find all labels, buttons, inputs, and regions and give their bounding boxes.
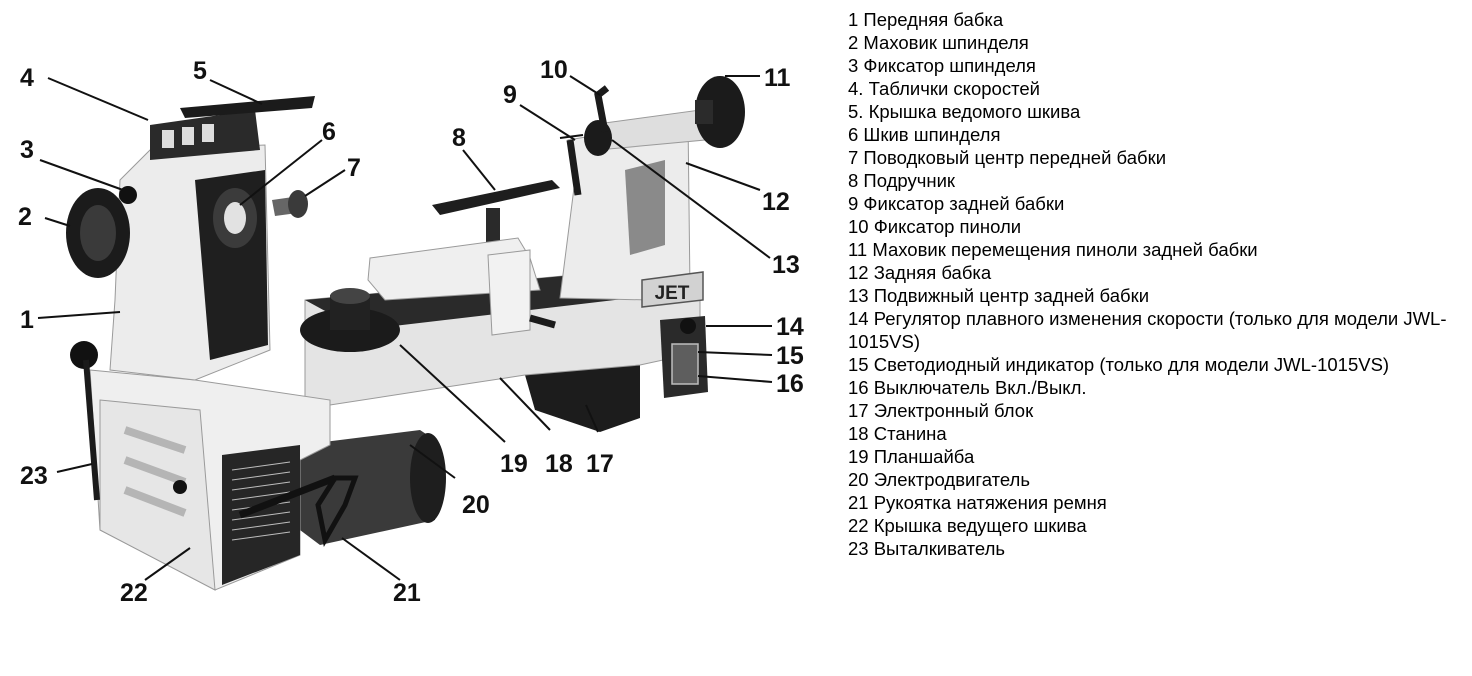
motor-shape (300, 430, 446, 545)
callout-21: 21 (393, 579, 421, 607)
legend-item: 5. Крышка ведомого шкива (848, 101, 1081, 122)
legend-item: 16 Выключатель Вкл./Выкл. (848, 377, 1087, 398)
callout-3: 3 (20, 136, 34, 164)
base-cabinet-shape (89, 369, 331, 591)
belt-handle-shape (238, 474, 359, 548)
legend-item: 11 Маховик перемещения пиноли задней баб… (848, 239, 1258, 260)
callout-5: 5 (193, 57, 207, 85)
callout-7: 7 (347, 154, 361, 182)
legend-item: 14 Регулятор плавного изменения скорости… (848, 308, 1447, 352)
callout-18: 18 (545, 450, 573, 478)
knockout-bar-shape (70, 341, 100, 501)
legend-item: 3 Фиксатор шпинделя (848, 55, 1036, 76)
callout-10: 10 (540, 56, 568, 84)
callout-17: 17 (586, 450, 614, 478)
callout-22: 22 (120, 579, 148, 607)
tool-rest-shape (367, 180, 560, 336)
legend-item: 19 Планшайба (848, 446, 975, 467)
legend-item: 8 Подручник (848, 170, 956, 191)
callout-12: 12 (762, 188, 790, 216)
callout-20: 20 (462, 491, 490, 519)
headstock-shape (66, 96, 315, 381)
lathe-diagram: JET (18, 56, 804, 607)
callout-1: 1 (20, 306, 34, 334)
callout-11: 11 (764, 64, 791, 92)
nameplate-text: JET (655, 283, 690, 304)
legend-item: 17 Электронный блок (848, 400, 1034, 421)
callout-14: 14 (776, 313, 804, 341)
callout-13: 13 (772, 251, 800, 279)
switch-box-shape (660, 316, 708, 398)
faceplate-shape (300, 288, 400, 352)
lathe-illustration: JET (18, 56, 804, 607)
callout-2: 2 (18, 203, 32, 231)
legend-item: 22 Крышка ведущего шкива (848, 515, 1087, 536)
legend-item: 1 Передняя бабка (848, 9, 1004, 30)
legend-item: 6 Шкив шпинделя (848, 124, 1001, 145)
legend-item: 4. Таблички скоростей (848, 78, 1040, 99)
callout-23: 23 (20, 462, 48, 490)
callout-numbers: 4 5 3 2 6 7 8 9 10 11 12 13 1 14 15 16 1… (18, 56, 804, 607)
legend-item: 10 Фиксатор пиноли (848, 216, 1022, 237)
jet-nameplate: JET (641, 271, 704, 308)
callout-9: 9 (503, 81, 517, 109)
legend-item: 21 Рукоятка натяжения ремня (848, 492, 1107, 513)
tailstock-shape (559, 76, 745, 301)
legend-item: 7 Поводковый центр передней бабки (848, 147, 1167, 168)
legend-item: 2 Маховик шпинделя (848, 32, 1029, 53)
callout-4: 4 (20, 64, 34, 92)
legend-item: 23 Выталкиватель (848, 538, 1006, 559)
callout-6: 6 (322, 118, 336, 146)
legend-item: 12 Задняя бабка (848, 262, 992, 283)
callout-8: 8 (452, 124, 466, 152)
legend-item: 15 Светодиодный индикатор (только для мо… (848, 354, 1390, 375)
callout-16: 16 (776, 370, 804, 398)
callout-19: 19 (500, 450, 528, 478)
leader-lines (37, 75, 773, 581)
legend-item: 18 Станина (848, 423, 947, 444)
legend-item: 20 Электродвигатель (848, 469, 1030, 490)
legend-item: 9 Фиксатор задней бабки (848, 193, 1065, 214)
electronics-box-shape (525, 365, 640, 432)
legend-item: 13 Подвижный центр задней бабки (848, 285, 1150, 306)
callout-15: 15 (776, 342, 804, 370)
